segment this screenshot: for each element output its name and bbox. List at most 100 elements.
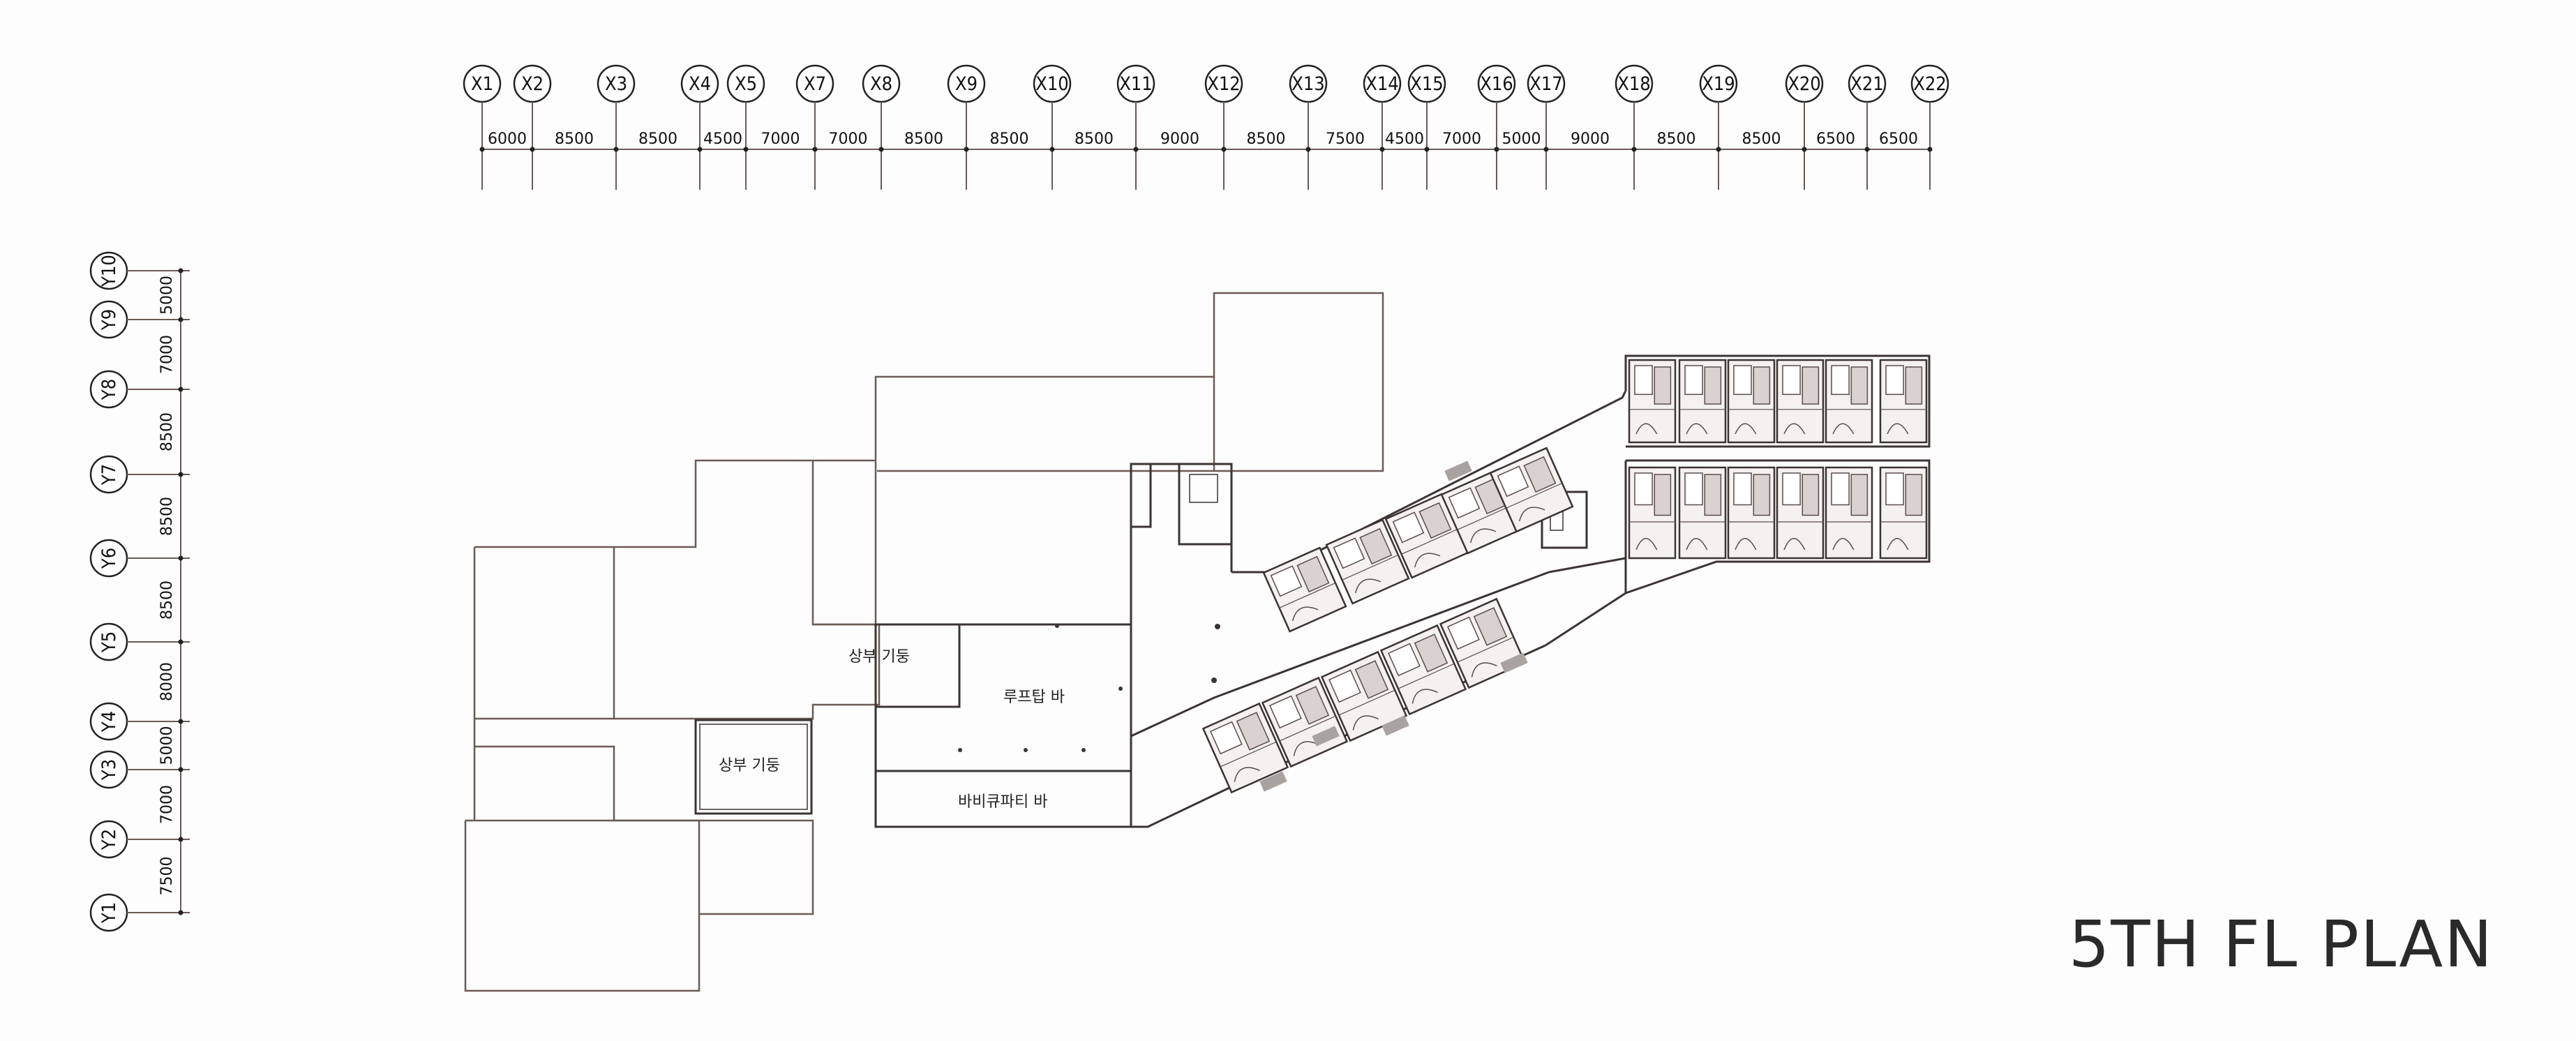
outline-southwest-block: [464, 819, 701, 992]
outline-central-lower: [474, 745, 814, 915]
x-dimension-value: 5000: [1502, 130, 1541, 148]
x-dimension-value: 8500: [1742, 130, 1781, 148]
east-wing-outline: [1624, 354, 1931, 448]
guest-room-s5: [1825, 466, 1873, 560]
y-axis-bubble-y7: Y7: [89, 455, 190, 494]
x-dimension-value: 8500: [904, 130, 943, 148]
y-axis-bubble-y1: Y1: [89, 893, 190, 932]
void-label-upper: 상부 기둥: [848, 648, 910, 666]
x-dimension-value: 7500: [1326, 130, 1365, 148]
y-tick-dot: [178, 767, 184, 772]
guest-room-s3: [1727, 466, 1776, 560]
x-tick-dot: [1221, 147, 1227, 152]
y-tick-dot: [178, 910, 184, 915]
x-axis-bubble-x11: X11: [1116, 64, 1155, 190]
balcony-accent: [1381, 715, 1409, 736]
x-dimension-value: 7000: [1442, 130, 1481, 148]
x-dimension-value: 8500: [638, 130, 677, 148]
void-label-lower: 상부 기둥: [719, 757, 780, 774]
x-tick-dot: [1133, 147, 1139, 152]
x-axis-bubble-x5: X5: [726, 64, 765, 190]
y-axis-bubble-y4: Y4: [89, 702, 190, 741]
x-axis-bubble-x13: X13: [1289, 64, 1328, 190]
void-box-lower: [694, 719, 813, 815]
x-tick-dot: [1494, 147, 1499, 152]
guest-room-e1: [1628, 359, 1677, 444]
x-dimension-value: 8500: [990, 130, 1029, 148]
guest-room-s6: [1879, 466, 1928, 560]
plan-title: 5TH FL PLAN: [2068, 907, 2494, 982]
axis-bubble-label: X1: [471, 73, 493, 95]
wing-inner-wall: [1130, 571, 1550, 737]
stair-core-1: [1130, 463, 1152, 528]
x-tick-dot: [479, 147, 485, 152]
axis-bubble-label: X10: [1035, 73, 1069, 95]
axis-bubble-label: Y2: [98, 829, 120, 851]
axis-bubble-label: X13: [1291, 73, 1325, 95]
x-dimension-value: 6500: [1879, 130, 1918, 148]
y-dimension-value: 7000: [158, 335, 176, 374]
guest-room-l2: [1261, 676, 1349, 768]
y-tick-dot: [178, 639, 184, 645]
x-dimension-value: 8500: [1074, 130, 1114, 148]
axis-bubble-label: Y5: [98, 631, 120, 653]
y-dimension-value: 8000: [158, 662, 176, 701]
guest-room-s1: [1628, 466, 1677, 560]
x-tick-dot: [1864, 147, 1870, 152]
y-tick-dot: [178, 719, 184, 724]
y-dimension-value: 5000: [158, 276, 176, 315]
y-dimension-value: 8500: [158, 412, 176, 451]
x-tick-dot: [964, 147, 969, 152]
interior-walls: [694, 354, 1931, 828]
x-axis-bubble-x9: X9: [947, 64, 986, 190]
y-tick-dot: [178, 387, 184, 392]
x-axis-bubble-x7: X7: [795, 64, 834, 190]
x-dimension-value: 4500: [1385, 130, 1424, 148]
axis-bubble-label: X2: [521, 73, 544, 95]
building-outline: [464, 292, 1384, 992]
x-tick-dot: [812, 147, 818, 152]
x-dimension-value: 7000: [761, 130, 800, 148]
x-tick-dot: [1543, 147, 1549, 152]
y-tick-dot: [178, 268, 184, 274]
x-tick-dot: [530, 147, 535, 152]
x-dimension-value: 4500: [703, 130, 742, 148]
guest-room-u3: [1384, 493, 1469, 579]
x-dimension-value: 8500: [1657, 130, 1696, 148]
x-tick-dot: [743, 147, 749, 152]
y-axis-bubble-y5: Y5: [89, 622, 190, 661]
y-axis-bubble-y10: Y10: [89, 251, 190, 290]
axis-bubble-label: X19: [1702, 73, 1735, 95]
y-dimension-value: 7000: [158, 785, 176, 824]
balcony-accent: [1444, 460, 1472, 481]
axis-bubble-label: Y8: [98, 379, 120, 400]
guest-room-u1: [1262, 546, 1347, 633]
axis-bubble-label: X7: [804, 73, 826, 95]
x-axis-bubble-x19: X19: [1699, 64, 1738, 190]
y-tick-dot: [178, 317, 184, 322]
guest-room-l1: [1201, 702, 1289, 794]
x-axis-bubble-x20: X20: [1785, 64, 1824, 190]
axis-bubble-label: Y9: [98, 309, 120, 331]
axis-bubble-label: X11: [1119, 73, 1153, 95]
x-tick-dot: [878, 147, 884, 152]
void-box-upper: [874, 623, 961, 708]
y-axis-bubble-y8: Y8: [89, 370, 190, 409]
axis-bubble-label: Y7: [98, 464, 120, 486]
guest-room-modules: [1201, 359, 1928, 794]
guest-room-e5: [1825, 359, 1873, 444]
guest-room-e2: [1678, 359, 1727, 444]
balcony-accent: [1259, 771, 1287, 792]
x-tick-dot: [697, 147, 703, 152]
axis-bubble-label: Y6: [98, 548, 120, 569]
x-axis-bubble-x1: X1: [463, 64, 502, 190]
y-dimension-value: 7500: [158, 857, 176, 896]
balcony-accent: [1312, 726, 1340, 747]
east-wing-south: [1624, 459, 1931, 595]
y-dimension-value: 5000: [158, 726, 176, 765]
y-axis-bubble-y3: Y3: [89, 750, 190, 789]
y-dimension-value: 8500: [158, 581, 176, 620]
x-tick-dot: [1716, 147, 1721, 152]
balcony-accent: [1500, 652, 1528, 673]
